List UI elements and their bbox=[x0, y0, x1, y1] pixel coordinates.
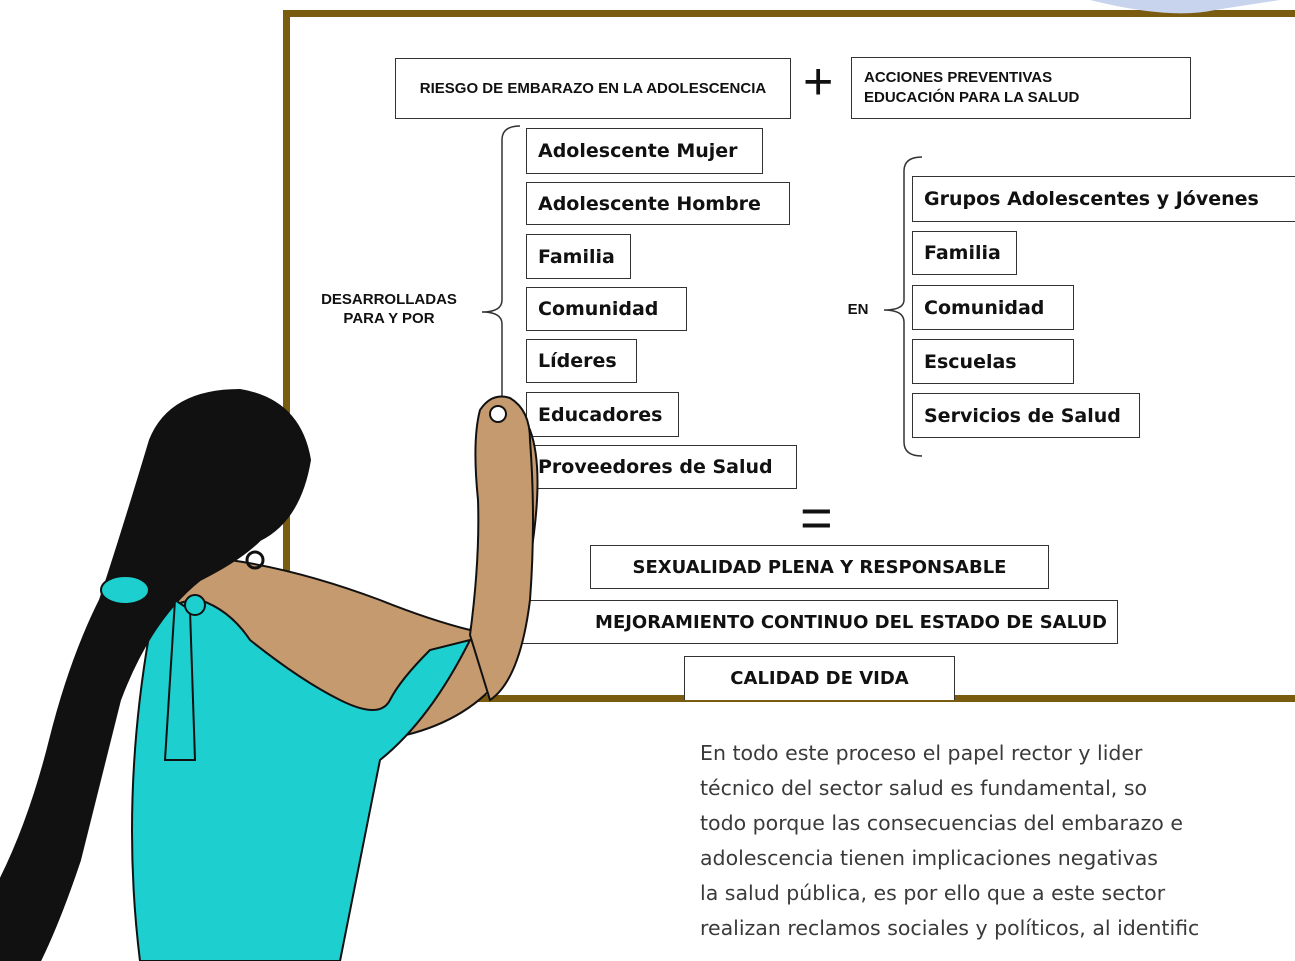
left-item-adolescente-hombre: Adolescente Hombre bbox=[526, 182, 790, 225]
right-bracket bbox=[883, 156, 923, 457]
preventive-actions-line2: EDUCACIÓN PARA LA SALUD bbox=[864, 89, 1080, 106]
paragraph-line-1: En todo este proceso el papel rector y l… bbox=[700, 741, 1143, 765]
developed-label-line1: DESARROLLADAS bbox=[321, 291, 457, 308]
paragraph-line-5: la salud pública, es por ello que a este… bbox=[700, 881, 1166, 905]
woman-illustration bbox=[0, 388, 539, 961]
right-item-familia: Familia bbox=[912, 231, 1017, 275]
earring bbox=[245, 550, 265, 570]
paragraph-line-6: realizan reclamos sociales y políticos, … bbox=[700, 916, 1200, 940]
risk-text: RIESGO DE EMBARAZO EN LA ADOLESCENCIA bbox=[419, 79, 767, 97]
marker-tip bbox=[489, 405, 507, 423]
result-mejoramiento: MEJORAMIENTO CONTINUO DEL ESTADO DE SALU… bbox=[520, 600, 1118, 644]
equals-sign: = bbox=[800, 486, 833, 549]
preventive-actions-box: ACCIONES PREVENTIVAS EDUCACIÓN PARA LA S… bbox=[851, 57, 1191, 119]
result-sexualidad: SEXUALIDAD PLENA Y RESPONSABLE bbox=[590, 545, 1049, 589]
right-item-comunidad: Comunidad bbox=[912, 285, 1074, 330]
left-item-comunidad: Comunidad bbox=[526, 287, 687, 331]
raised-arm bbox=[468, 395, 534, 702]
hair bbox=[0, 388, 312, 961]
shirt bbox=[131, 598, 472, 961]
right-item-servicios: Servicios de Salud bbox=[912, 393, 1140, 438]
right-item-escuelas: Escuelas bbox=[912, 339, 1074, 384]
right-item-grupos: Grupos Adolescentes y Jóvenes bbox=[912, 176, 1295, 222]
left-item-familia: Familia bbox=[526, 234, 631, 279]
developed-label-line2: PARA Y POR bbox=[343, 310, 435, 327]
risk-box: RIESGO DE EMBARAZO EN LA ADOLESCENCIA bbox=[395, 58, 791, 119]
hair-tie bbox=[100, 575, 150, 605]
result-calidad: CALIDAD DE VIDA bbox=[684, 656, 955, 700]
strap-knot bbox=[184, 594, 206, 616]
corner-swoosh bbox=[1090, 0, 1280, 14]
left-item-proveedores: Proveedores de Salud bbox=[526, 445, 797, 489]
plus-sign: + bbox=[803, 53, 834, 111]
paragraph-line-4: adolescencia tienen implicaciones negati… bbox=[700, 846, 1158, 870]
left-item-educadores: Educadores bbox=[526, 392, 679, 437]
left-item-lideres: Líderes bbox=[526, 339, 637, 383]
preventive-actions-line1: ACCIONES PREVENTIVAS bbox=[864, 69, 1053, 86]
developed-label: DESARROLLADAS PARA Y POR bbox=[300, 290, 478, 328]
left-item-adolescente-mujer: Adolescente Mujer bbox=[526, 128, 763, 174]
en-label: EN bbox=[847, 301, 869, 318]
body-paragraph: En todo este proceso el papel rector y l… bbox=[700, 736, 1295, 946]
paragraph-line-2: técnico del sector salud es fundamental,… bbox=[700, 776, 1148, 800]
paragraph-line-3: todo porque las consecuencias del embara… bbox=[700, 811, 1183, 835]
